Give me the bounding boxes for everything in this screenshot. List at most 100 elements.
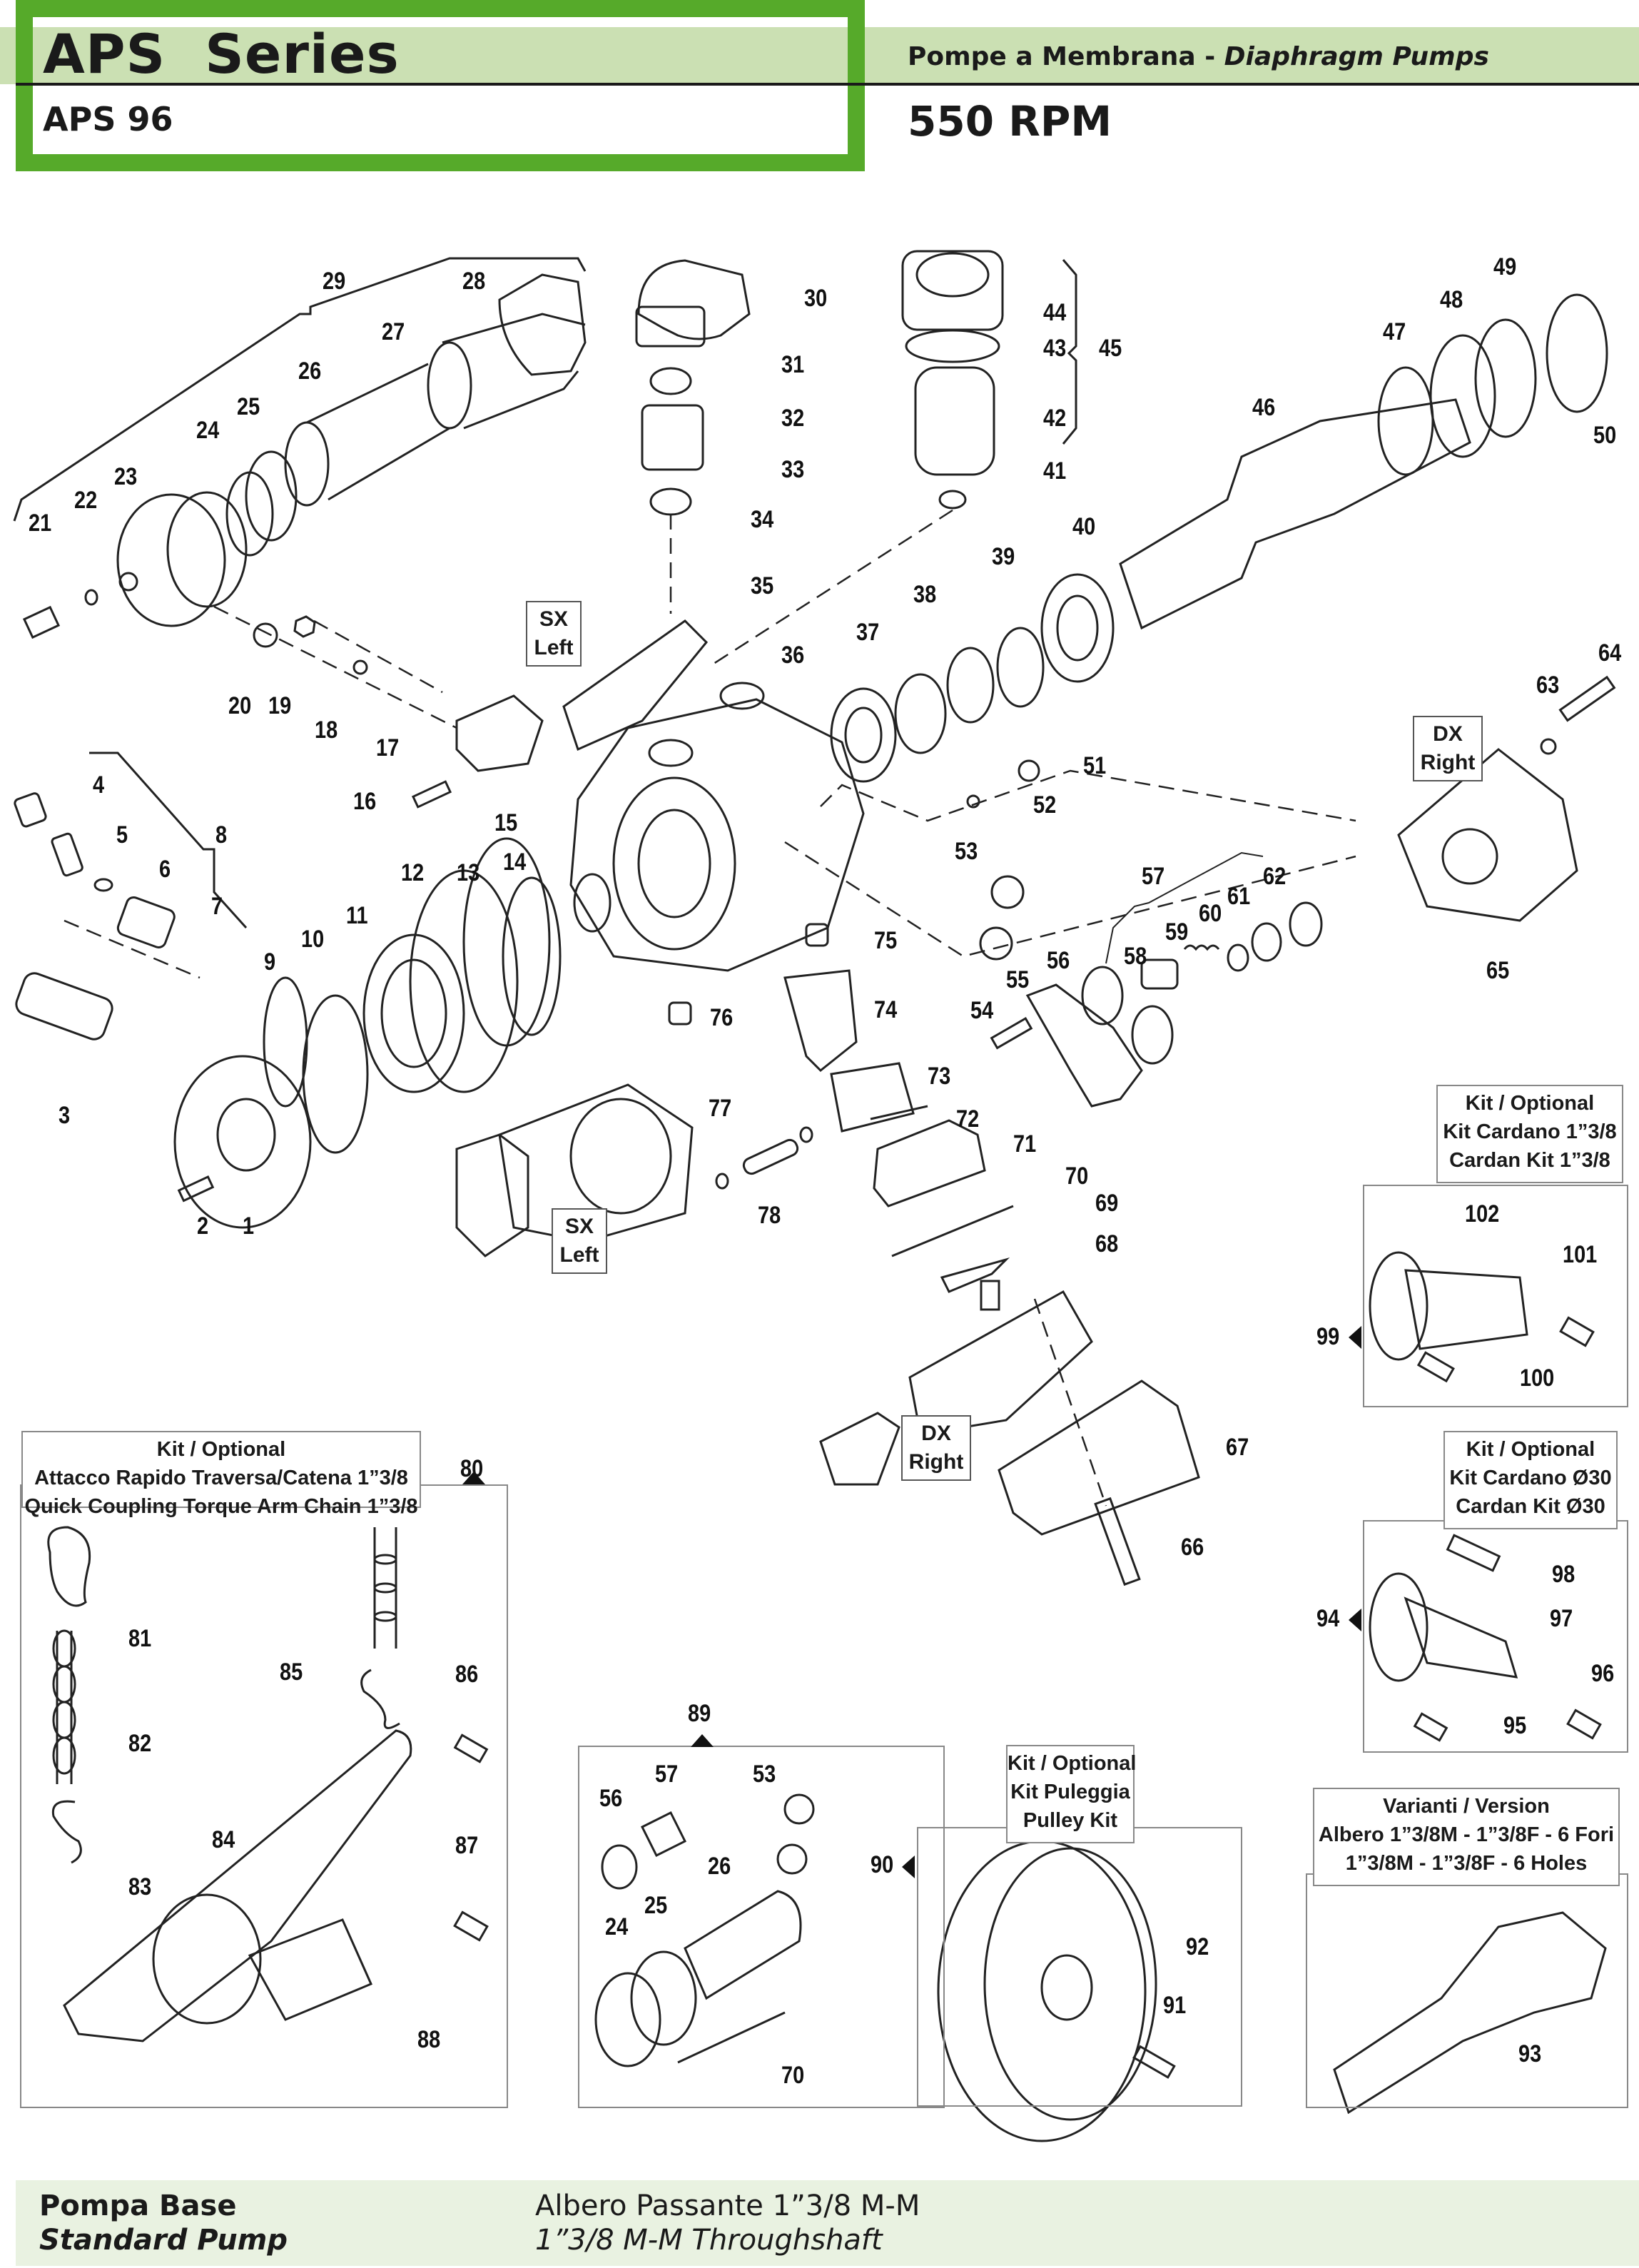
part-93-shaft [1333, 1911, 1607, 2115]
version-header: Varianti / Version Albero 1”3/8M - 1”3/8… [1313, 1788, 1620, 1886]
part-4-cap [14, 792, 47, 828]
part-label: 21 [29, 510, 52, 537]
part-1-head [173, 1055, 312, 1229]
part-label: 100 [1520, 1365, 1555, 1392]
part-40-bearing [1040, 573, 1115, 683]
part-label: 31 [781, 351, 805, 378]
kit-pointer-triangle-icon [1349, 1326, 1361, 1349]
part-label: 102 [1465, 1200, 1500, 1227]
part-label: 40 [1072, 513, 1096, 540]
part-label: 57 [1142, 863, 1165, 890]
part-69-washer [940, 1257, 1010, 1293]
part-2-screw [177, 1175, 215, 1203]
part-label: 70 [781, 2062, 805, 2089]
part-label: 6 [159, 856, 171, 883]
part-label: 43 [1043, 335, 1067, 362]
part-66-bolt [1094, 1497, 1141, 1586]
part-87-bolt [453, 1910, 489, 1942]
part-label: 18 [315, 717, 338, 744]
kit-name-it: Kit Cardano 1”3/8 [1443, 1120, 1617, 1143]
part-51-plug [1018, 759, 1040, 782]
part-label: 86 [455, 1661, 479, 1688]
part-32-oring [649, 367, 692, 395]
part-60-seat [1227, 943, 1249, 972]
part-9-oring [263, 976, 308, 1108]
kit-pointer-triangle-icon [902, 1856, 915, 1878]
part-label: 71 [1013, 1130, 1037, 1158]
part-label: 101 [1563, 1241, 1598, 1268]
part-label: 38 [913, 581, 937, 608]
part-16-screw [411, 780, 452, 809]
part-label: 59 [1165, 918, 1189, 946]
part-70-plate [891, 1205, 1014, 1257]
kit-title: Kit / Optional [156, 1438, 286, 1461]
part-37-bearing [830, 687, 897, 783]
part-label: 48 [1440, 286, 1463, 313]
part-77-clip-a [715, 1173, 729, 1190]
part-label: 97 [1550, 1605, 1573, 1632]
part-26-cylinder [306, 363, 429, 424]
part-78-pin [742, 1138, 799, 1175]
part-27-chamber [427, 341, 472, 430]
kit-ref-label: 90 [871, 1851, 894, 1878]
part-label: 15 [494, 809, 518, 836]
part-67-bracket [998, 1379, 1200, 1536]
part-label: 76 [710, 1004, 734, 1031]
part-label: 60 [1199, 900, 1222, 927]
part-96-screw [1566, 1708, 1602, 1740]
part-59-spring [1183, 944, 1220, 951]
subtitle-italian: Pompe a Membrana - [908, 42, 1224, 71]
part-label: 49 [1493, 253, 1517, 280]
part-label: 62 [1263, 863, 1287, 890]
part-100-screw [1416, 1351, 1455, 1383]
rpm-value: 550 RPM [908, 97, 1112, 146]
part-31-nut [635, 305, 706, 348]
part-label: 41 [1043, 457, 1067, 485]
kit-pulley-header: Kit / Optional Kit Puleggia Pulley Kit [1006, 1745, 1136, 1843]
part-label: 63 [1536, 672, 1560, 699]
kit89-plate-70 [677, 2011, 786, 2064]
part-label: 47 [1383, 318, 1406, 345]
part-7-tee [116, 896, 176, 948]
part-label: 84 [212, 1826, 235, 1853]
part-label: 27 [382, 318, 405, 345]
part-label: 36 [781, 642, 805, 669]
part-label: 92 [1186, 1933, 1209, 1960]
part-72-ring [870, 1105, 928, 1120]
part-38-seal [894, 673, 947, 754]
part-label: 24 [196, 417, 220, 444]
part-label: 23 [114, 463, 138, 490]
part-label: 91 [1163, 1992, 1187, 2019]
part-98-key [1446, 1534, 1501, 1572]
kit-title: Kit / Optional [1465, 1092, 1595, 1115]
part-label: 2 [197, 1213, 209, 1240]
kit-cardan-138-header: Kit / Optional Kit Cardano 1”3/8 Cardan … [1436, 1085, 1623, 1183]
part-label: 26 [298, 358, 322, 385]
part-49-ring [1474, 318, 1537, 438]
part-label: 85 [280, 1659, 303, 1686]
part-75-plug [805, 923, 829, 947]
kit-title: Kit / Optional [1466, 1438, 1595, 1461]
part-label: 81 [128, 1625, 152, 1652]
part-label: 51 [1083, 752, 1107, 779]
pump-type-subtitle: Pompe a Membrana - Diaphragm Pumps [908, 43, 1489, 71]
part-11-bearing [362, 933, 465, 1093]
kit89-oring-53a [783, 1793, 815, 1825]
part-label: 37 [856, 619, 880, 646]
part-20-oring [253, 622, 278, 648]
subtitle-english: Diaphragm Pumps [1224, 42, 1489, 71]
side-label-text: SX [564, 1215, 594, 1238]
kit-cardan-30-header: Kit / Optional Kit Cardano Ø30 Cardan Ki… [1443, 1431, 1618, 1529]
part-47-oring [1377, 366, 1434, 476]
part-97-flange [1369, 1572, 1429, 1682]
kit-pointer-triangle-icon [691, 1734, 714, 1747]
part-label: 32 [781, 405, 805, 432]
part-label: 5 [116, 821, 128, 849]
part-41-oring [938, 490, 967, 510]
part-46-shaft [1119, 398, 1471, 630]
part-label: 33 [781, 456, 805, 483]
part-label: 56 [1047, 947, 1070, 974]
part-label: 61 [1227, 883, 1251, 910]
version-box [1306, 1873, 1628, 2108]
